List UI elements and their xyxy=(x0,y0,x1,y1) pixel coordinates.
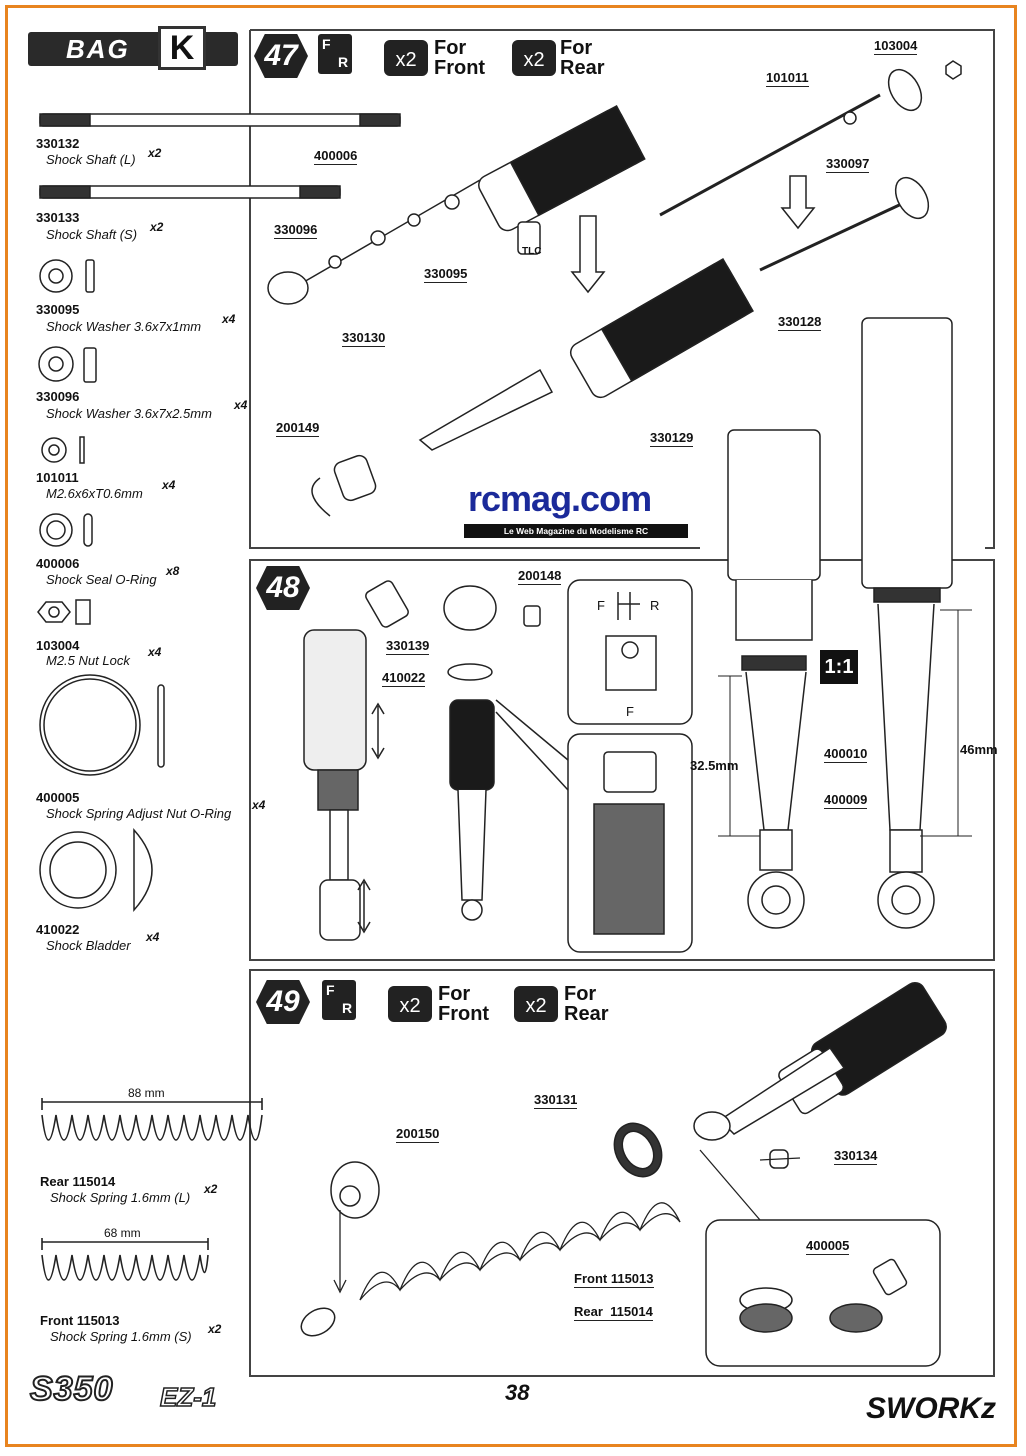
part-code: 330133 xyxy=(36,210,80,225)
label-330131: 330131 xyxy=(534,1092,578,1109)
part-qty: x2 xyxy=(148,146,162,160)
part-qty: x4 xyxy=(162,478,176,492)
part-desc: Shock Washer 3.6x7x2.5mm xyxy=(46,406,212,421)
step-49-qty-front: x2 xyxy=(388,986,432,1022)
dim-long: 46mm xyxy=(960,742,998,757)
fr-r-label: R xyxy=(650,598,660,613)
label-330139: 330139 xyxy=(386,638,430,655)
rear-spring-length: 88 mm xyxy=(128,1086,165,1100)
part-desc: Shock Shaft (S) xyxy=(46,227,138,242)
part-code: 400005 xyxy=(36,790,80,805)
shock-cap-icon xyxy=(267,271,309,305)
part-desc: M2.5 Nut Lock xyxy=(46,653,130,668)
part-desc: Shock Washer 3.6x7x1mm xyxy=(46,319,202,334)
fr-f-label: F xyxy=(597,598,605,613)
page-number: 38 xyxy=(505,1380,530,1405)
part-code: 410022 xyxy=(36,922,80,937)
step-47-number: 47 xyxy=(254,34,308,78)
page-frame xyxy=(5,5,1017,1447)
label-330130: 330130 xyxy=(342,330,386,347)
step-49-for-rear: For Rear xyxy=(564,983,609,1025)
rcmag-title: rcmag.com xyxy=(468,478,652,519)
label-330128: 330128 xyxy=(778,314,822,331)
label-400005: 400005 xyxy=(806,1238,850,1255)
bag-header xyxy=(28,32,238,66)
front-spring-desc: Shock Spring 1.6mm (S) xyxy=(50,1329,192,1344)
fr-f-letter: F xyxy=(326,982,335,998)
rcmag-watermark: rcmag.com Le Web Magazine du Modelisme R… xyxy=(462,478,690,544)
label-front-spring: Front 115013 xyxy=(574,1271,654,1288)
step-49-qty-rear: x2 xyxy=(514,986,558,1022)
label-200150: 200150 xyxy=(396,1126,440,1143)
label-200148: 200148 xyxy=(518,568,562,585)
step49-border xyxy=(249,969,995,1377)
step-47-qty-rear: x2 xyxy=(512,40,556,76)
label-330097: 330097 xyxy=(826,156,870,173)
label-330134: 330134 xyxy=(834,1148,878,1165)
part-qty: x4 xyxy=(146,930,160,944)
label-400006: 400006 xyxy=(314,148,358,165)
part-qty: x4 xyxy=(148,645,162,659)
part-qty: x2 xyxy=(150,220,164,234)
model-suffix-logo: EZ-1 xyxy=(159,1381,217,1413)
label-410022: 410022 xyxy=(382,670,426,687)
part-qty: x4 xyxy=(252,798,266,812)
part-code: 103004 xyxy=(36,638,80,653)
rear-spring-code: Rear 115014 xyxy=(40,1174,116,1189)
label-330129: 330129 xyxy=(650,430,694,447)
fr-r-letter: R xyxy=(338,54,349,70)
step-47-for-front: For Front xyxy=(434,37,486,79)
front-spring-qty: x2 xyxy=(208,1322,222,1336)
part-code: 400006 xyxy=(36,556,80,571)
brand-logo: SWORKz xyxy=(866,1392,996,1425)
step-47-qty-front: x2 xyxy=(384,40,428,76)
step-48-number: 48 xyxy=(256,566,310,610)
step47-border xyxy=(250,29,995,549)
rear-spring-qty: x2 xyxy=(204,1182,218,1196)
label-103004: 103004 xyxy=(874,38,918,55)
bag-letter: K xyxy=(158,26,206,70)
part-desc: M2.6x6xT0.6mm xyxy=(46,486,143,501)
part-code: 330132 xyxy=(36,136,80,151)
step-49-for-front: For Front xyxy=(438,983,490,1025)
part-code: 101011 xyxy=(36,470,79,485)
bag-word: BAG xyxy=(66,34,130,64)
step-47-front-rear-icon: F R xyxy=(318,34,352,74)
part-desc: Shock Bladder xyxy=(46,938,131,953)
step-47-for-rear: For Rear xyxy=(560,37,605,79)
rcmag-subtitle: Le Web Magazine du Modelisme RC xyxy=(464,524,688,538)
f-bottom-label: F xyxy=(626,704,634,719)
tlc-label: TLC xyxy=(522,246,542,257)
part-code: 330095 xyxy=(36,302,80,317)
step48-border xyxy=(249,559,995,961)
scale-badge: 1:1 xyxy=(820,650,858,684)
label-101011: 101011 xyxy=(766,70,809,87)
label-330095: 330095 xyxy=(424,266,468,283)
part-qty: x4 xyxy=(234,398,248,412)
part-desc: Shock Shaft (L) xyxy=(46,152,136,167)
part-code: 330096 xyxy=(36,389,80,404)
shaft-long-icon xyxy=(39,113,401,127)
label-rear-spring: Rear 115014 xyxy=(574,1304,653,1321)
fr-r-letter: R xyxy=(342,1000,353,1016)
step-49-front-rear-icon: F R xyxy=(322,980,356,1020)
model-logo: S350 xyxy=(29,1369,114,1409)
label-200149: 200149 xyxy=(276,420,320,437)
label-400010: 400010 xyxy=(824,746,868,763)
part-qty: x4 xyxy=(222,312,236,326)
rear-spring-desc: Shock Spring 1.6mm (L) xyxy=(50,1190,191,1205)
part-desc: Shock Seal O-Ring xyxy=(46,572,157,587)
step-49-number: 49 xyxy=(256,980,310,1024)
fr-f-letter: F xyxy=(322,36,331,52)
part-desc: Shock Spring Adjust Nut O-Ring xyxy=(46,806,232,821)
part-qty: x8 xyxy=(166,564,180,578)
label-400009: 400009 xyxy=(824,792,868,809)
dim-short: 32.5mm xyxy=(690,758,739,773)
label-330096: 330096 xyxy=(274,222,318,239)
front-spring-length: 68 mm xyxy=(104,1226,141,1240)
front-spring-code: Front 115013 xyxy=(40,1313,120,1328)
step47-border-left xyxy=(249,30,700,549)
